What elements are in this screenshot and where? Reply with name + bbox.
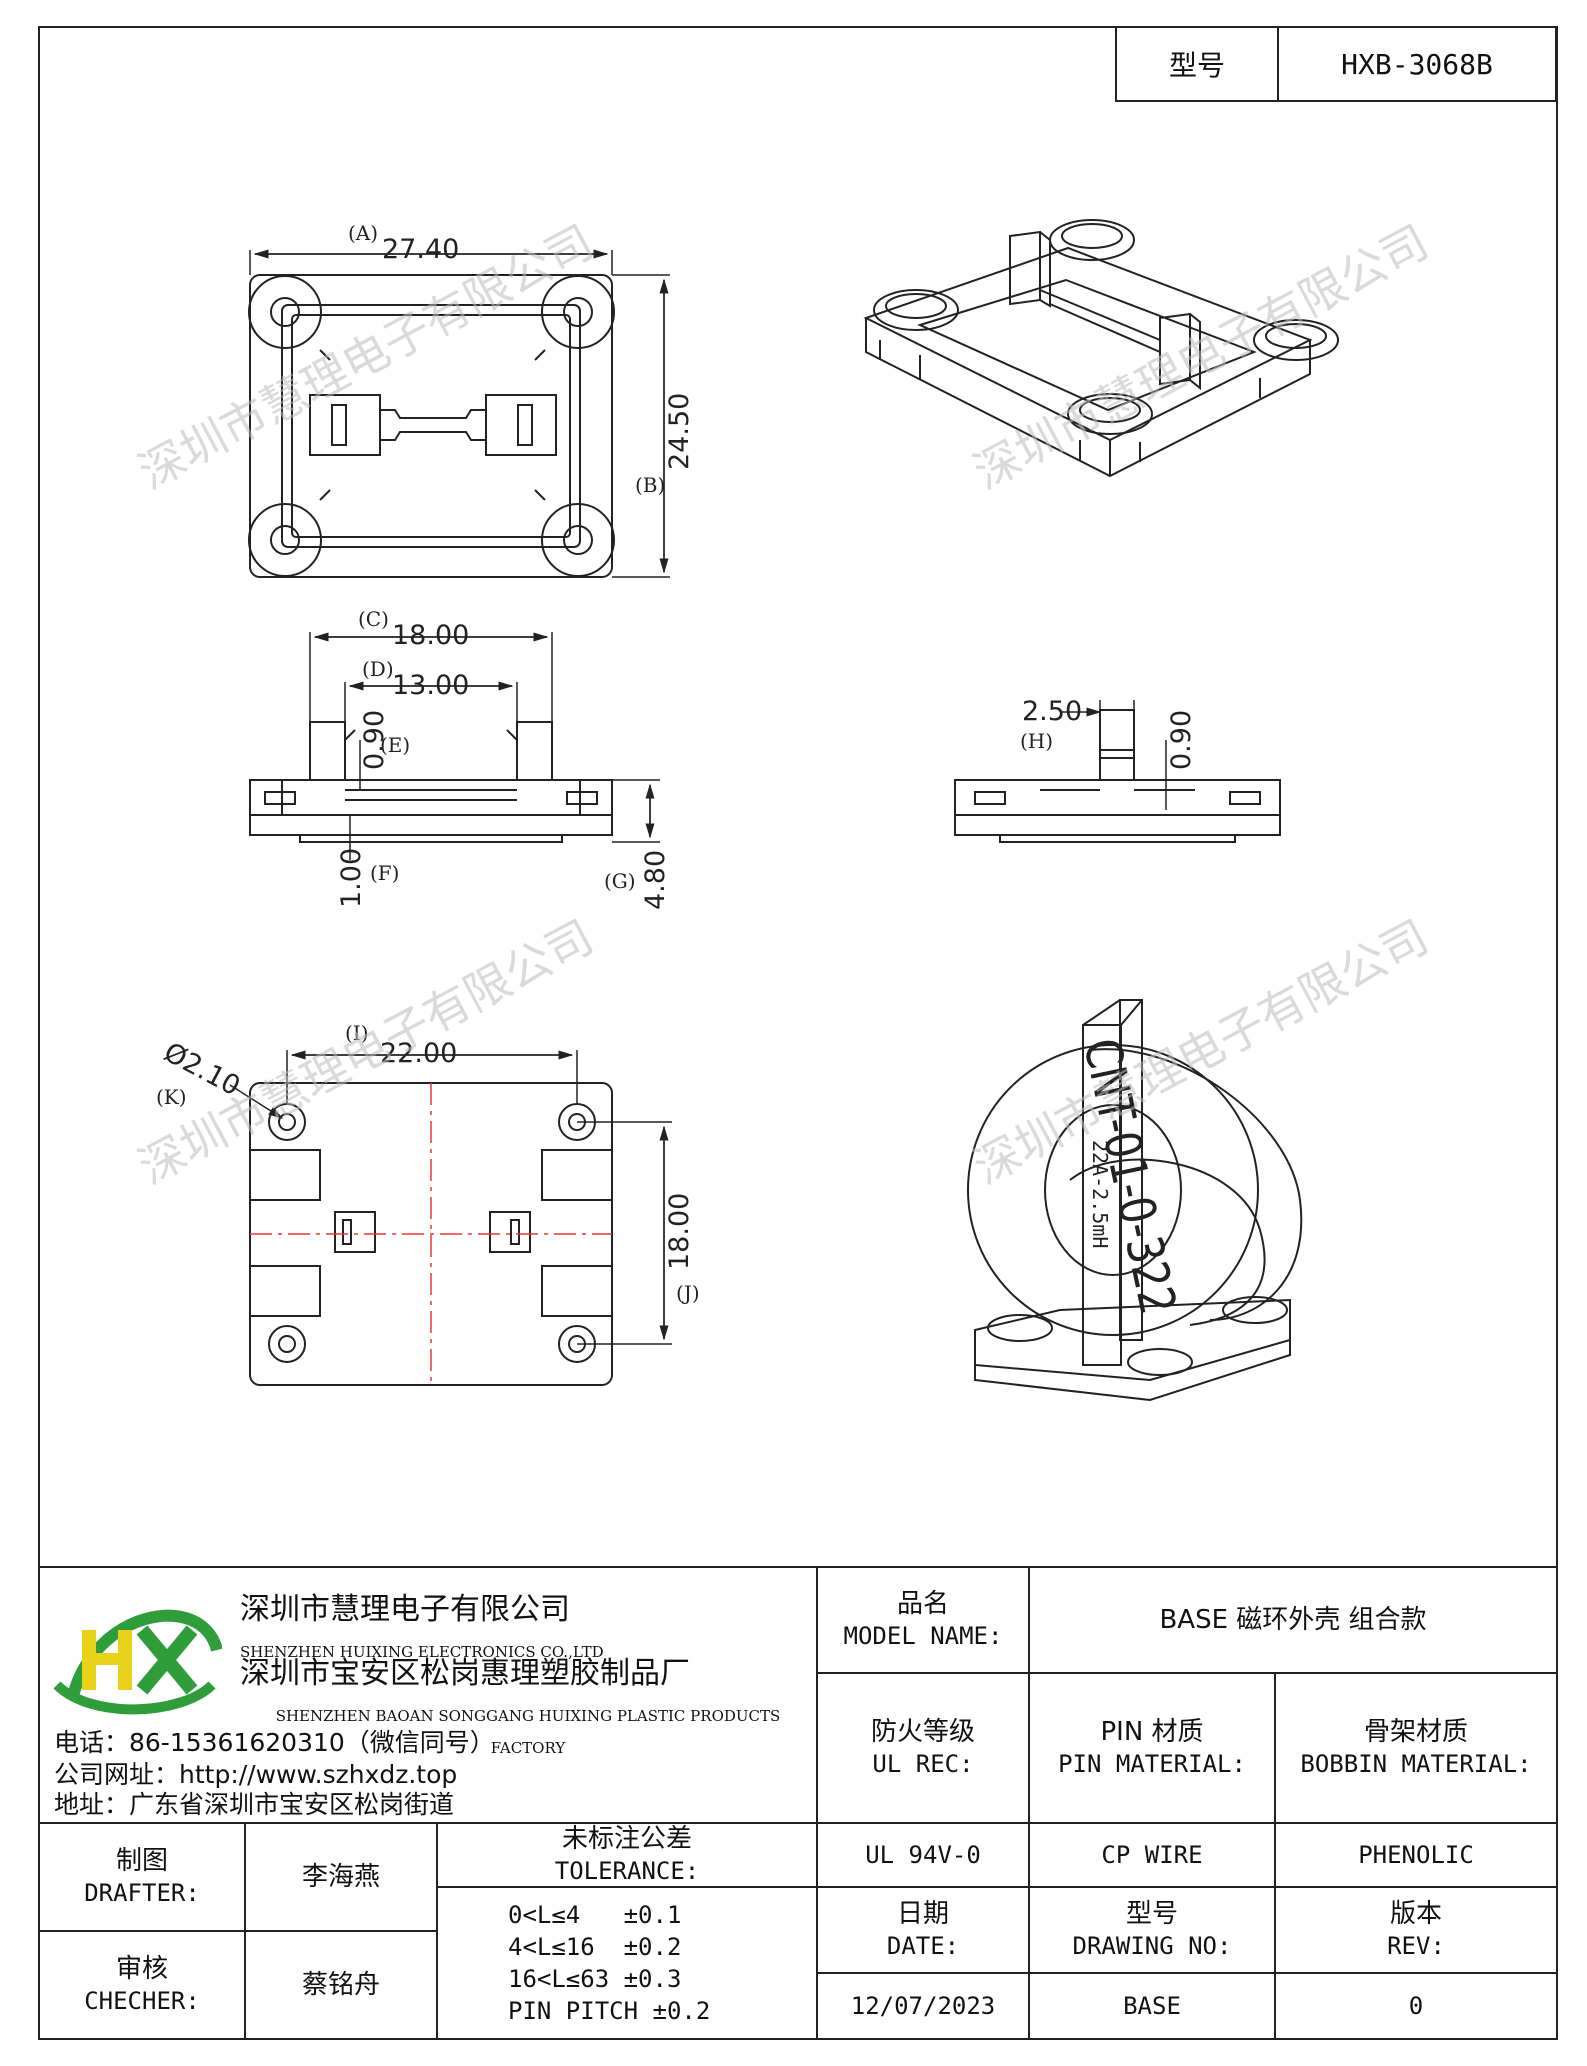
rev-value: 0 <box>1274 1972 1558 2040</box>
drawing-no-label: 型号 DRAWING NO: <box>1028 1886 1276 1974</box>
company-phone: 电话：86-15361620310（微信同号） <box>54 1728 495 1757</box>
drafter-label: 制图 DRAFTER: <box>38 1822 246 1932</box>
dim-j-value: 18.00 <box>664 1193 695 1270</box>
watermarks: 深圳市慧理电子有限公司 深圳市慧理电子有限公司 深圳市慧理电子有限公司 深圳市慧… <box>130 214 1437 1194</box>
dim-g-value: 4.80 <box>640 850 671 910</box>
factory-name-cn: 深圳市宝安区松岗惠理塑胶制品厂 <box>240 1656 690 1691</box>
dim-e: 0.90 (E) <box>359 710 410 790</box>
dim-f-value: 1.00 <box>336 848 367 908</box>
dim-k-label: (K) <box>156 1085 187 1109</box>
dim-a: (A) 27.40 <box>249 221 613 275</box>
iso-core-view <box>967 999 1303 1402</box>
dim-j: 18.00 (J) <box>577 1121 700 1345</box>
bobbin-material-value: PHENOLIC <box>1274 1822 1558 1888</box>
company-website: 公司网址：http://www.szhxdz.top <box>54 1760 458 1789</box>
bobbin-material-label: 骨架材质 BOBBIN MATERIAL: <box>1274 1672 1558 1824</box>
tolerance-label: 未标注公差 TOLERANCE: <box>436 1822 818 1888</box>
ul-rec-value: UL 94V-0 <box>816 1822 1030 1888</box>
company-name-cn: 深圳市慧理电子有限公司 <box>240 1592 570 1627</box>
front-view <box>249 721 613 843</box>
model-number-label: 型号 <box>1117 28 1279 100</box>
dim-g: 4.80 (G) <box>604 779 671 910</box>
dim-d-label: (D) <box>362 657 394 681</box>
watermark-1: 深圳市慧理电子有限公司 <box>130 214 602 499</box>
rev-label: 版本 REV: <box>1274 1886 1558 1974</box>
drawing-no-value: BASE <box>1028 1972 1276 2040</box>
model-number-value: HXB-3068B <box>1341 47 1493 81</box>
company-name-en: SHENZHEN HUIXING ELECTRONICS CO.,LTD <box>240 1643 604 1661</box>
dim-i: (I) 22.00 <box>286 1021 578 1104</box>
dim-b-label: (B) <box>635 473 665 497</box>
checker-name: 蔡铭舟 <box>244 1930 438 2040</box>
checker-label: 审核 CHECHER: <box>38 1930 246 2040</box>
core-side-label: 22A-2.5mH <box>1088 1140 1112 1248</box>
model-name-label: 品名 MODEL NAME: <box>816 1566 1030 1674</box>
company-address: 地址：广东省深圳市宝安区松岗街道 <box>54 1790 455 1819</box>
dim-e-label: (E) <box>380 733 410 757</box>
dim-h-value2: 0.90 <box>1166 710 1197 770</box>
tolerance-values: 0<L≤4 ±0.1 4<L≤16 ±0.2 16<L≤63 ±0.3 PIN … <box>436 1886 818 2040</box>
watermark-4: 深圳市慧理电子有限公司 <box>965 909 1437 1194</box>
dim-a-value: 27.40 <box>382 234 459 265</box>
dim-i-label: (I) <box>345 1021 369 1045</box>
dim-i-value: 22.00 <box>380 1038 457 1069</box>
dim-e-value: 0.90 <box>359 710 390 770</box>
pin-material-label: PIN 材质 PIN MATERIAL: <box>1028 1672 1276 1824</box>
hx-logo <box>53 1609 222 1715</box>
dim-c-value: 18.00 <box>392 620 469 651</box>
dim-h-label: (H) <box>1020 729 1053 753</box>
top-view <box>248 274 615 578</box>
model-number-box: 型号 HXB-3068B <box>1115 26 1557 102</box>
ul-rec-label: 防火等级 UL REC: <box>816 1672 1030 1824</box>
date-label: 日期 DATE: <box>816 1886 1030 1974</box>
dim-h: 2.50 (H) 0.90 <box>1020 696 1197 810</box>
iso-base-view <box>863 219 1339 478</box>
pin-material-value: CP WIRE <box>1028 1822 1276 1888</box>
dim-c-label: (C) <box>358 607 389 631</box>
dim-c: (C) 18.00 <box>309 607 553 722</box>
dim-d-value: 13.00 <box>392 670 469 701</box>
watermark-2: 深圳市慧理电子有限公司 <box>965 214 1437 499</box>
dim-g-label: (G) <box>604 869 636 893</box>
side-view <box>954 709 1281 843</box>
title-block: 深圳市慧理电子有限公司 SHENZHEN HUIXING ELECTRONICS… <box>38 1566 1558 2040</box>
dim-b: 24.50 (B) <box>612 274 695 578</box>
drafter-name: 李海燕 <box>244 1822 438 1932</box>
centerlines <box>250 1083 612 1385</box>
company-area: 深圳市慧理电子有限公司 SHENZHEN HUIXING ELECTRONICS… <box>38 1566 818 1824</box>
factory-name-en: SHENZHEN BAOAN SONGGANG HUIXING PLASTIC … <box>275 1707 781 1757</box>
dim-h-value: 2.50 <box>1022 696 1082 727</box>
dim-f: 1.00 (F) <box>336 815 399 908</box>
dim-b-value: 24.50 <box>664 393 695 470</box>
date-value: 12/07/2023 <box>816 1972 1030 2040</box>
dim-d: (D) 13.00 <box>344 657 518 740</box>
dim-j-label: (J) <box>676 1281 700 1305</box>
technical-drawing: (A) 27.40 24.50 (B) <box>130 214 1437 1402</box>
dim-a-label: (A) <box>348 221 378 245</box>
model-name-value: BASE 磁环外壳 组合款 <box>1028 1566 1558 1674</box>
dim-f-label: (F) <box>370 861 399 885</box>
